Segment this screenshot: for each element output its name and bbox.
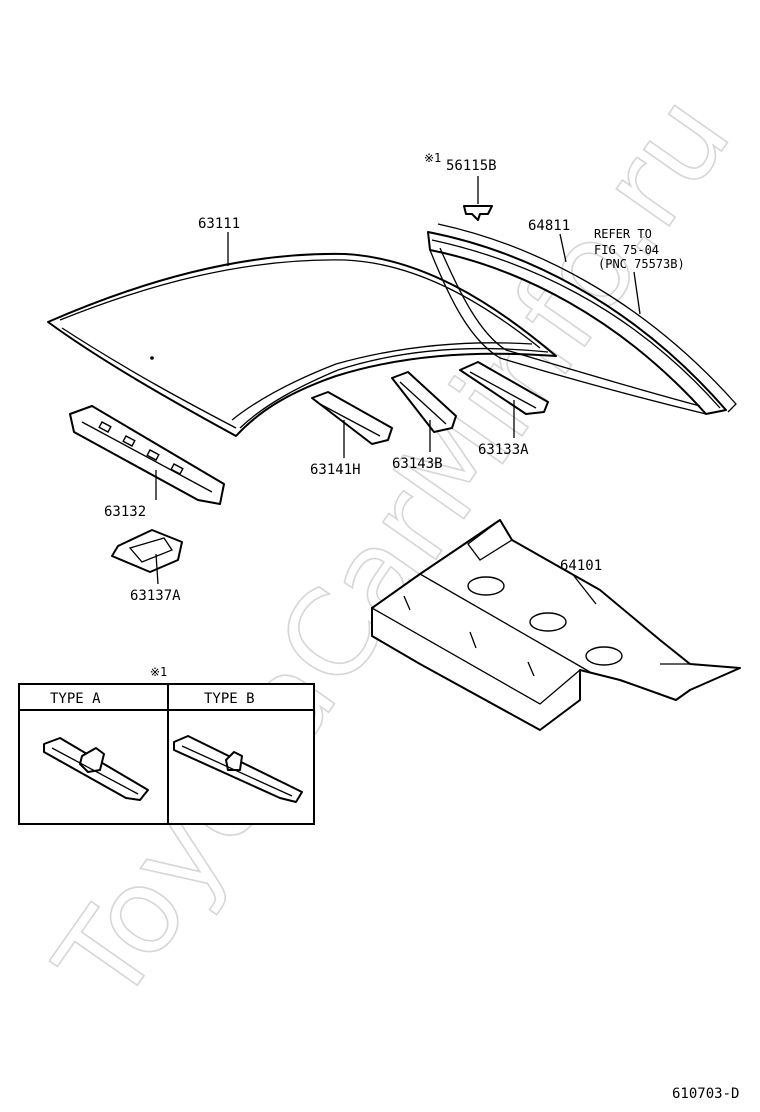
figure-code: 610703-D [672, 1086, 739, 1102]
refer-line-2: FIG 75-04 [594, 243, 659, 257]
label-64101: 64101 [560, 558, 602, 574]
table-header-type-a: TYPE A [50, 691, 101, 707]
roof-panel[interactable] [47, 252, 557, 437]
label-64811: 64811 [528, 218, 570, 234]
label-63133A: 63133A [478, 442, 529, 458]
leader-64811 [559, 233, 567, 263]
table-marker: ※1 [150, 665, 167, 679]
roof-mark [150, 356, 154, 360]
rear-package-tray[interactable] [371, 519, 741, 731]
roof-bow-63141H[interactable] [311, 391, 393, 445]
header-bracket[interactable] [111, 529, 183, 573]
roof-bow-63133A[interactable] [459, 361, 549, 415]
refer-line-3: (PNC 75573B) [598, 257, 685, 271]
clip-marker: ※1 [424, 151, 441, 165]
clip-type-a-illustration [43, 737, 149, 801]
leader-63137A [155, 553, 159, 585]
label-63132: 63132 [104, 504, 146, 520]
label-63141H: 63141H [310, 462, 361, 478]
clip-part[interactable] [463, 205, 493, 221]
table-header-type-b: TYPE B [204, 691, 255, 707]
label-63143B: 63143B [392, 456, 443, 472]
roof-bow-63143B[interactable] [391, 371, 457, 433]
back-window-weatherstrip[interactable] [427, 223, 737, 415]
label-63111: 63111 [198, 216, 240, 232]
refer-line-1: REFER TO [594, 227, 652, 241]
front-header-panel[interactable] [69, 405, 225, 505]
label-63137A: 63137A [130, 588, 181, 604]
clip-type-b-illustration [173, 735, 303, 803]
leader-refer [633, 271, 641, 315]
label-56115B: 56115B [446, 158, 497, 174]
leader-64101 [573, 575, 597, 605]
